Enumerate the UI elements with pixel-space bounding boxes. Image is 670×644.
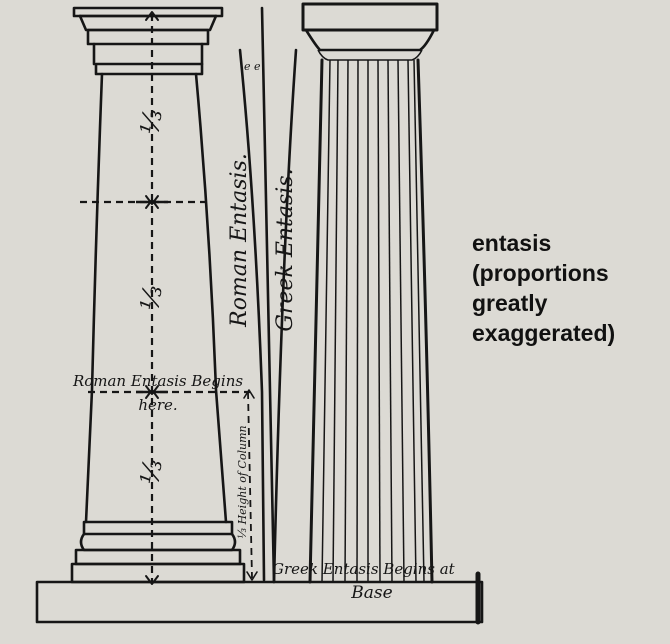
top-dimension-mark: e e: [244, 60, 261, 73]
caption-line-4: exaggerated): [472, 320, 616, 346]
base-label: Base: [350, 583, 392, 603]
height-of-column-label: ⅓ Height of Column: [236, 425, 249, 538]
roman-entasis-begins-here: here.: [138, 396, 177, 414]
greek-column-flutes: [321, 59, 425, 583]
caption-line-3: greatly: [472, 290, 548, 316]
base-slab: [35, 571, 484, 625]
greek-column: [301, 2, 439, 584]
greek-entasis-begins-label: Greek Entasis Begins at: [272, 560, 456, 578]
roman-entasis-vertical-label: Roman Entasis.: [227, 153, 252, 328]
entasis-curves: [238, 6, 298, 584]
column-axis: [80, 11, 250, 585]
greek-entasis-vertical-label: Greek Entasis.: [273, 168, 298, 331]
one-third-mark-top: ⅓: [135, 107, 169, 137]
one-third-mark-bottom: ⅓: [135, 457, 169, 487]
caption-line-1: entasis: [472, 230, 552, 256]
figure-caption: entasis (proportions greatly exaggerated…: [472, 228, 662, 348]
roman-entasis-begins-label: Roman Entasis Begins: [72, 372, 243, 390]
one-third-mark-middle: ⅓: [135, 283, 169, 313]
roman-column: [70, 6, 246, 584]
caption-line-2: (proportions: [472, 260, 609, 286]
